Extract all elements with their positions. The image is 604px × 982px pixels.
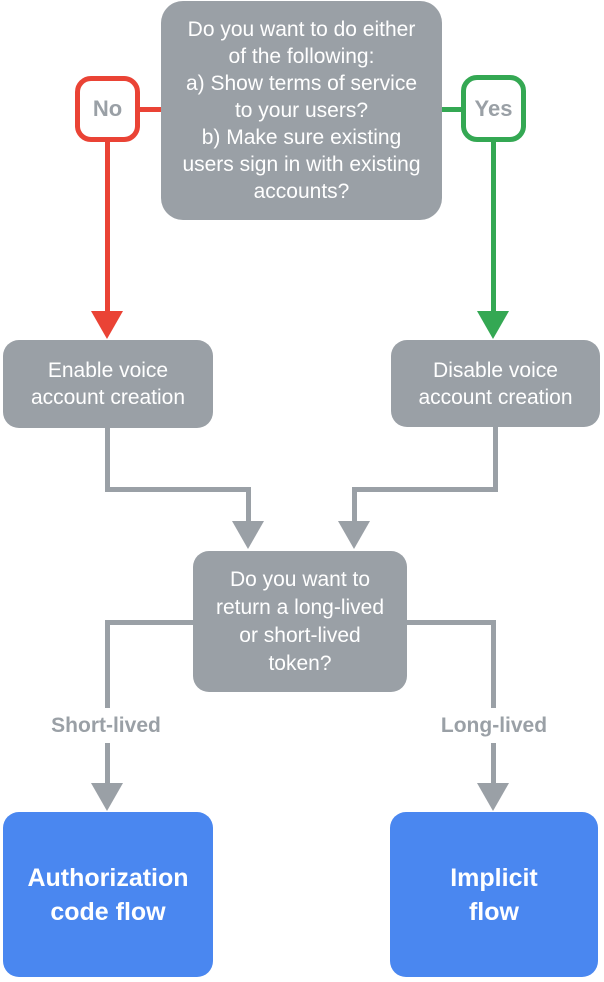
long-lived-label-text: Long-lived bbox=[440, 713, 548, 737]
edge-enable-across bbox=[105, 487, 251, 492]
yes-badge: Yes bbox=[461, 75, 526, 142]
edge-yes-horizontal bbox=[440, 107, 464, 112]
edge-disable-across bbox=[352, 487, 498, 492]
disable-voice-text: Disable voice account creation bbox=[418, 358, 573, 409]
edge-disable-into bbox=[352, 487, 357, 523]
no-badge: No bbox=[75, 76, 140, 142]
yes-badge-text: Yes bbox=[474, 95, 513, 121]
edge-yes-vertical bbox=[491, 140, 496, 312]
implicit-flow-node: Implicit flow bbox=[390, 812, 598, 977]
edge-long-horizontal bbox=[405, 620, 495, 625]
root-question-text: Do you want to do either of the followin… bbox=[182, 18, 421, 203]
authorization-code-flow-node: Authorization code flow bbox=[3, 812, 213, 977]
disable-voice-node: Disable voice account creation bbox=[391, 340, 600, 427]
no-badge-text: No bbox=[92, 96, 123, 121]
long-lived-label: Long-lived bbox=[410, 708, 578, 743]
red-arrowhead-icon bbox=[91, 311, 123, 339]
token-question-text: Do you want to return a long-lived or sh… bbox=[215, 567, 385, 675]
gray-arrowhead-short-icon bbox=[91, 783, 123, 811]
edge-no-vertical bbox=[105, 140, 110, 312]
enable-voice-node: Enable voice account creation bbox=[3, 340, 213, 428]
edge-short-horizontal bbox=[105, 620, 195, 625]
authorization-code-flow-text: Authorization code flow bbox=[27, 863, 189, 926]
green-arrowhead-icon bbox=[477, 311, 509, 339]
edge-enable-into bbox=[246, 487, 251, 523]
edge-short-vertical bbox=[105, 620, 110, 785]
edge-no-horizontal bbox=[136, 107, 164, 112]
token-question-node: Do you want to return a long-lived or sh… bbox=[193, 551, 407, 692]
short-lived-label: Short-lived bbox=[20, 708, 192, 743]
implicit-flow-text: Implicit flow bbox=[450, 863, 538, 926]
enable-voice-text: Enable voice account creation bbox=[30, 359, 186, 409]
short-lived-label-text: Short-lived bbox=[51, 713, 161, 737]
gray-arrowhead-long-icon bbox=[477, 783, 509, 811]
edge-enable-down bbox=[105, 428, 110, 492]
root-question-node: Do you want to do either of the followin… bbox=[161, 1, 442, 220]
edge-disable-down bbox=[493, 427, 498, 492]
edge-long-vertical bbox=[491, 620, 496, 785]
gray-arrowhead-right-icon bbox=[338, 521, 370, 549]
gray-arrowhead-left-icon bbox=[232, 521, 264, 549]
